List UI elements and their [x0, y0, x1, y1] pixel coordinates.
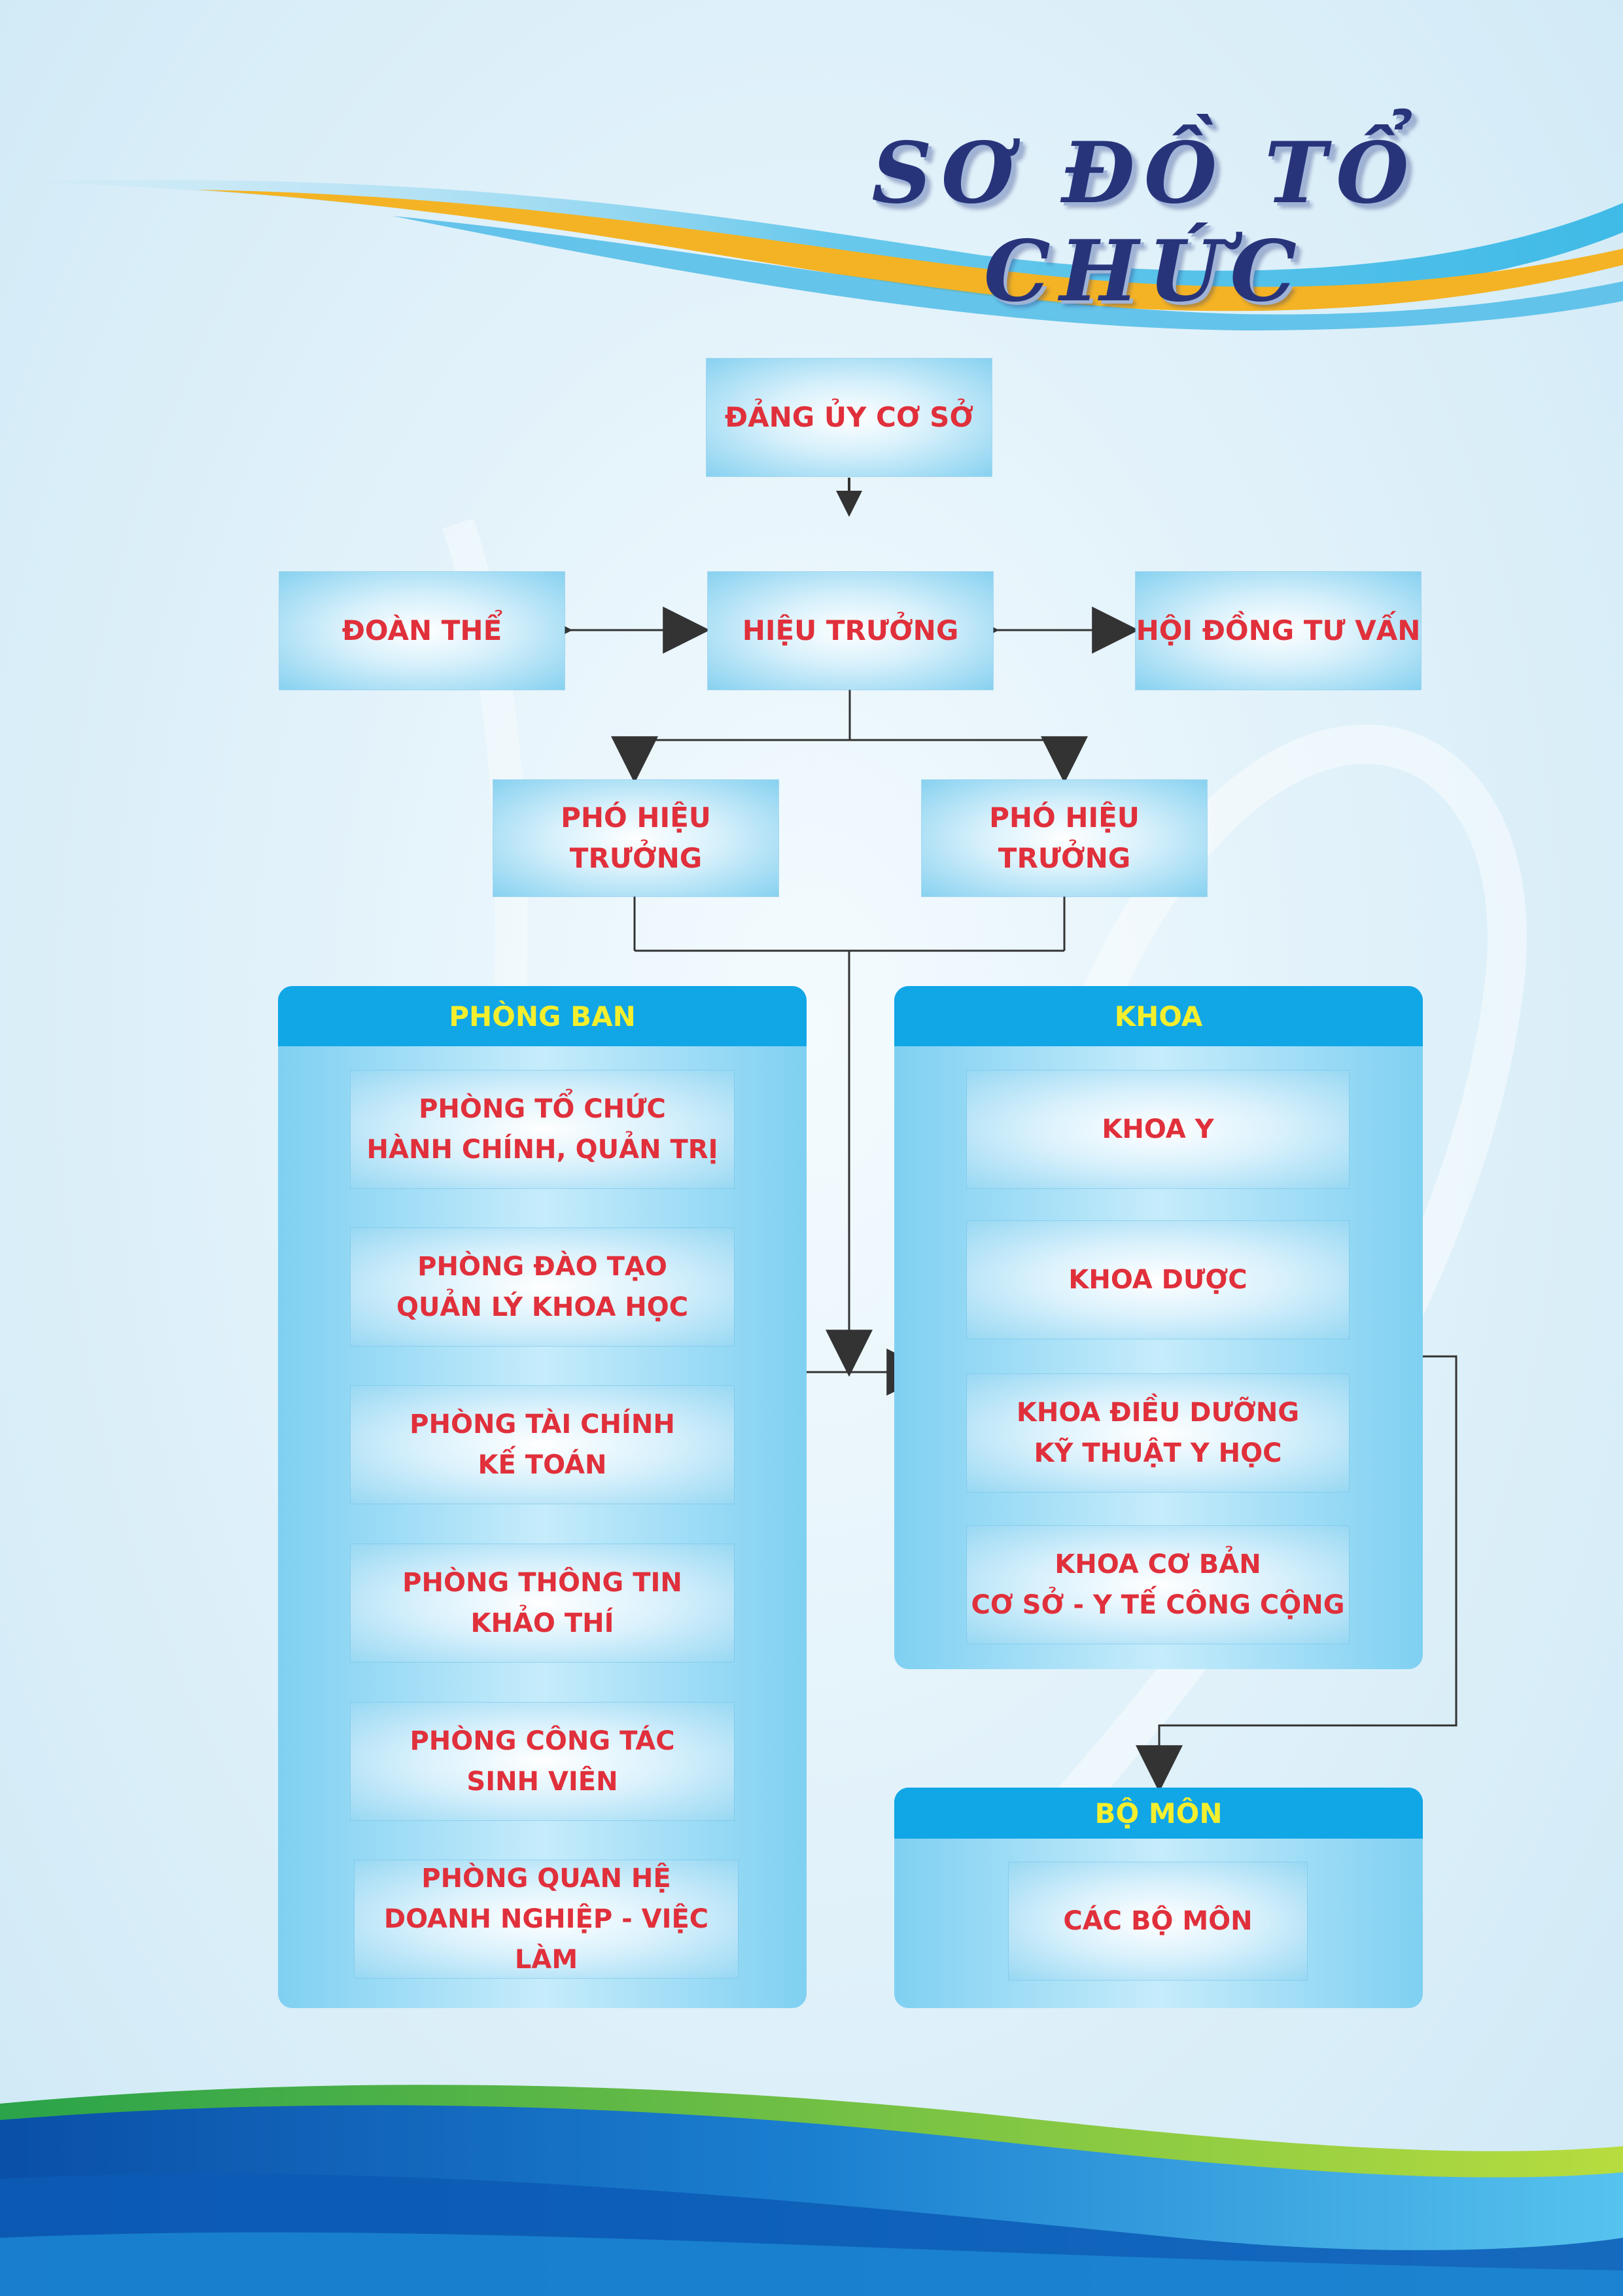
vice-principal-box-2: PHÓ HIỆU TRƯỞNG: [922, 780, 1207, 896]
departments-header: PHÒNG BAN: [278, 986, 807, 1046]
principal-box: HIỆU TRƯỞNG: [708, 572, 993, 690]
department-box: PHÒNG TÀI CHÍNH KẾ TOÁN: [351, 1386, 734, 1504]
all-subject-groups-box: CÁC BỘ MÔN: [1009, 1862, 1307, 1980]
department-box: PHÒNG CÔNG TÁC SINH VIÊN: [351, 1703, 734, 1820]
subject-groups-header: BỘ MÔN: [894, 1788, 1423, 1839]
unions-box: ĐOÀN THỂ: [279, 572, 565, 690]
faculty-box: KHOA Y: [967, 1070, 1349, 1188]
department-box: PHÒNG ĐÀO TẠO QUẢN LÝ KHOA HỌC: [351, 1228, 734, 1346]
vice-principal-box-1: PHÓ HIỆU TRƯỞNG: [493, 780, 778, 896]
party-committee-box: ĐẢNG ỦY CƠ SỞ: [707, 359, 992, 476]
department-box: PHÒNG THÔNG TIN KHẢO THÍ: [351, 1544, 734, 1662]
department-box: PHÒNG TỔ CHỨC HÀNH CHÍNH, QUẢN TRỊ: [351, 1070, 734, 1188]
faculty-box: KHOA ĐIỀU DƯỠNG KỸ THUẬT Y HỌC: [967, 1374, 1349, 1492]
faculty-box: KHOA DƯỢC: [967, 1221, 1349, 1339]
advisory-council-box: HỘI ĐỒNG TƯ VẤN: [1136, 572, 1421, 690]
department-box: PHÒNG QUAN HỆ DOANH NGHIỆP - VIỆC LÀM: [355, 1860, 738, 1978]
faculty-box: KHOA CƠ BẢN CƠ SỞ - Y TẾ CÔNG CỘNG: [967, 1526, 1349, 1644]
faculties-header: KHOA: [894, 986, 1423, 1046]
page-title: SƠ ĐỒ TỔ CHỨC: [871, 124, 1418, 321]
